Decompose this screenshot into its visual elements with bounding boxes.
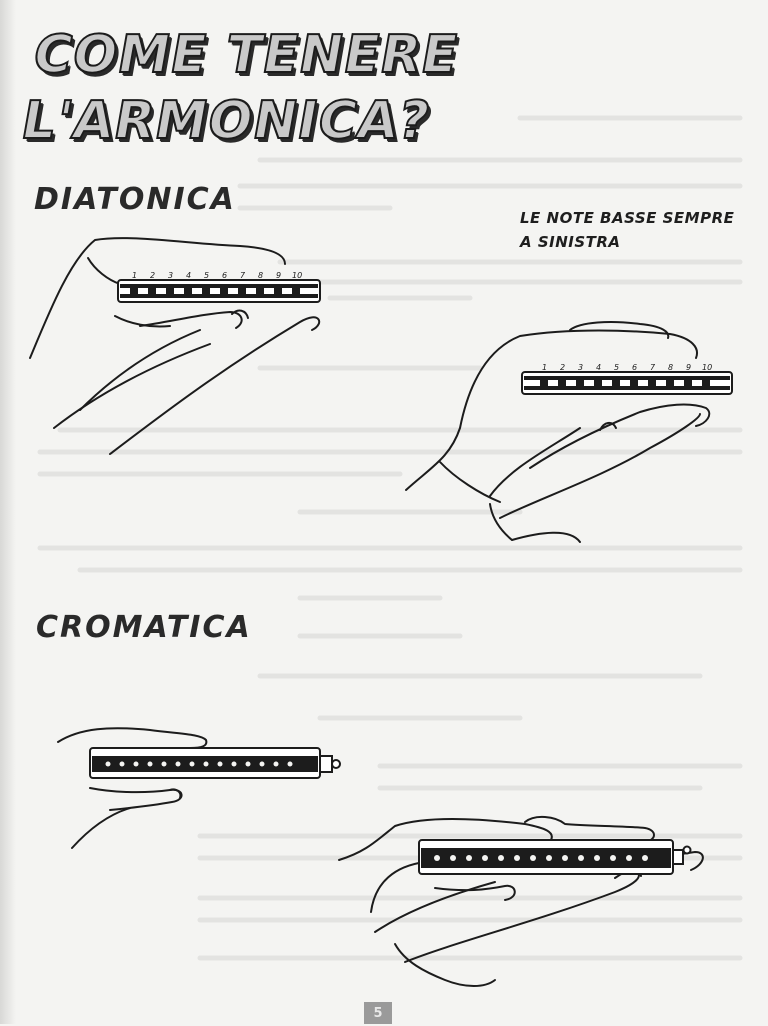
page-number: 5	[364, 1002, 392, 1024]
hole-number: 3	[168, 271, 173, 280]
chromatic-holding-illustration-1	[57, 727, 341, 849]
diatonic-harmonica: 1 2 3 4 5 6 7 8 9 10	[521, 363, 733, 395]
hole-number: 7	[240, 271, 246, 280]
hole-number: 1	[542, 363, 547, 372]
section-heading-chromatic: CROMATICA	[36, 610, 252, 645]
section-heading-diatonic: DIATONICA	[34, 182, 236, 217]
chromatic-harmonica	[89, 747, 341, 779]
hole-number: 6	[222, 271, 227, 280]
hole-number: 4	[186, 271, 191, 280]
hole-number: 1	[132, 271, 137, 280]
hole-number: 8	[258, 271, 263, 280]
hole-number: 9	[686, 363, 691, 372]
diatonic-holding-illustration-1: 1 2 3 4 5 6 7 8 9 10	[29, 237, 321, 455]
page-title-line-2: L'ARMONICA?	[16, 90, 436, 152]
chromatic-harmonica	[418, 839, 692, 875]
note-line-2: A SINISTRA	[520, 233, 621, 251]
hole-number: 2	[560, 363, 565, 372]
chromatic-holding-illustration-2	[338, 816, 704, 987]
hole-number: 5	[614, 363, 619, 372]
hole-number: 10	[292, 271, 302, 280]
page-title: COME TENERE L'ARMONICA?	[16, 22, 465, 154]
slide-button-icon	[331, 759, 341, 769]
hole-number: 7	[650, 363, 656, 372]
hole-number: 10	[702, 363, 712, 372]
low-notes-left-note: LE NOTE BASSE SEMPRE A SINISTRA	[520, 206, 734, 254]
note-line-1: LE NOTE BASSE SEMPRE	[520, 209, 735, 227]
page-binding-edge	[0, 0, 16, 1024]
diatonic-harmonica: 1 2 3 4 5 6 7 8 9 10	[117, 271, 321, 303]
hole-number: 3	[578, 363, 583, 372]
hole-number: 2	[150, 271, 155, 280]
hole-number: 4	[596, 363, 601, 372]
hole-number: 6	[632, 363, 637, 372]
hole-number: 8	[668, 363, 673, 372]
page-title-line-1: COME TENERE	[28, 24, 465, 86]
hole-number: 9	[276, 271, 281, 280]
diatonic-holding-illustration-2: 1 2 3 4 5 6 7 8 9 10	[405, 321, 733, 543]
hole-number: 5	[204, 271, 209, 280]
slide-button-icon	[682, 845, 692, 855]
